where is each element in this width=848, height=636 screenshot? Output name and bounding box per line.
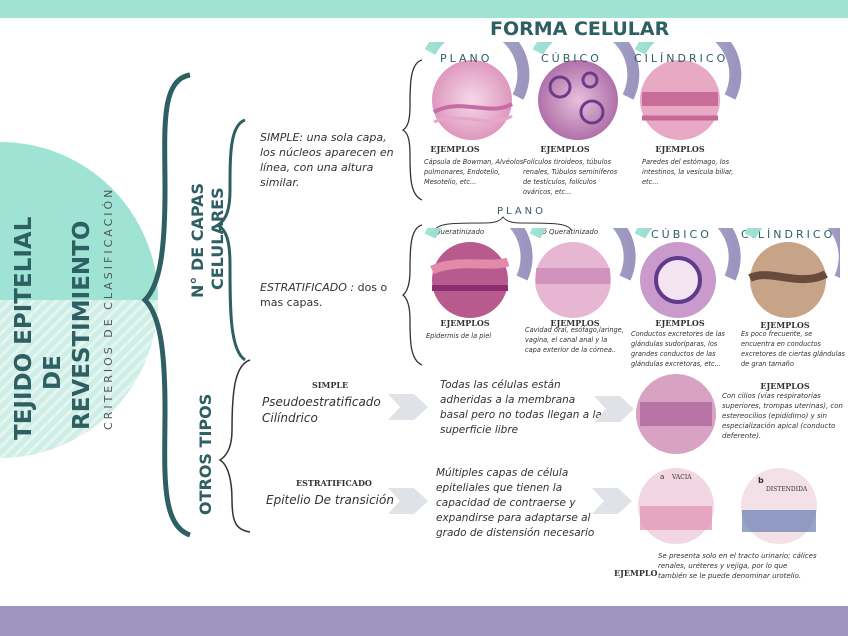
ex-pseudo: Con cilios (vías respiratorias superiore… [722,392,843,440]
estratificado-text: dos o mas capas. [260,281,388,309]
queratinizado-label: Queratinizado [435,228,485,236]
plano-brace [434,216,572,231]
transicion-arrow-2 [592,488,632,514]
transicion-name: Epitelio De transición [266,493,394,507]
bottom-band [0,606,848,636]
ex-cubico-simple: Folículos tiroideos, túbulos renales, Tú… [523,158,618,196]
title-line-1: TEJIDO EPITELIAL [11,216,37,440]
estratificado-description: ESTRATIFICADO : dos o mas capas. [260,280,405,310]
capas-line-1: N° DE CAPAS [188,183,207,298]
pseudo-name: Pseudoestratificado Cilíndrico [262,395,381,425]
pseudo-image [636,374,716,454]
cilindrico-header: CILÍNDRICO [634,52,729,65]
otros-text: OTROS TIPOS [196,394,215,515]
label-b: b [758,476,764,485]
transicion-kind: ESTRATIFICADO [296,478,372,488]
capas-label: N° DE CAPAS CELULARES [188,183,227,298]
simple-label: SIMPLE: [260,131,304,144]
braces-group [141,72,251,538]
cilindrico-header-2: CILÍNDRICO [741,228,836,241]
forma-celular-title: FORMA CELULAR [490,18,670,40]
ejemplos-cilindrico-estratificado: EJEMPLOS [760,320,810,330]
ejemplos-queratinizado: EJEMPLOS [440,318,490,328]
pseudo-desc: Todas las células están adheridas a la m… [440,379,602,436]
simple-images [424,42,742,140]
top-band [0,0,848,18]
distendida-image [741,468,817,544]
ejemplos-plano-simple: EJEMPLOS [430,144,480,154]
ejemplos-no-queratinizado: EJEMPLOS [550,318,600,328]
transicion-arrow-1 [388,488,428,514]
capas-line-2: CELULARES [208,187,227,290]
simple-text: una sola capa, los núcleos aparecen en l… [260,131,394,189]
plano-simple-image [432,60,512,140]
ex-plano-simple: Cápsula de Bowman, Alvéolos pulmonares, … [424,158,524,186]
pseudo-arrow-1 [388,394,428,420]
ejemplos-cubico-simple: EJEMPLOS [540,144,590,154]
pseudo-kind: SIMPLE [312,380,349,390]
ejemplos-cilindrico-simple: EJEMPLOS [655,144,705,154]
criteria-label: CRITERIOS DE CLASIFICACIÓN [102,187,115,430]
ex-no-queratinizado: Cavidad oral, esófago,laringe, vagina, e… [525,326,624,354]
otros-brace [218,359,251,533]
cubico-simple-image [538,60,618,140]
transicion-desc: Múltiples capas de célula epiteliales qu… [436,467,595,539]
plano-header: PLANO [440,52,493,65]
queratinizado-image [432,242,508,318]
estratificado-label: ESTRATIFICADO : [260,281,355,294]
otros-label: OTROS TIPOS [196,394,215,515]
transicion-images [638,468,817,544]
cubico-header-2: CÚBICO [651,228,712,241]
main-brace [141,72,192,538]
label-vacia: VACIA [672,474,692,481]
ejemplos-pseudo: EJEMPLOS [760,381,810,391]
label-distendida: DISTENDIDA [766,486,808,493]
simple-description: SIMPLE: una sola capa, los núcleos apare… [260,130,405,190]
ejemplo-transicion: EJEMPLO [614,568,658,578]
ex-cilindrico-estratificado: Es poco frecuente, se encuentra en condu… [741,330,845,368]
capas-brace [215,118,246,362]
title-line-2: DE [40,355,66,390]
title-line-3: REVESTIMIENTO [69,221,95,430]
label-a: a [660,473,665,481]
pseudo-arrow-2 [594,396,634,422]
ex-queratinizado: Epidermis de la piel [426,332,492,340]
ex-transicion: Se presenta solo en el tracto urinario; … [658,552,817,580]
no-queratinizado-label: NO Queratinizado [536,228,599,236]
title-circle [0,140,160,460]
main-title: TEJIDO EPITELIAL DE REVESTIMIENTO CRITER… [0,160,126,460]
ejemplos-cubico-estratificado: EJEMPLOS [655,318,705,328]
ex-cubico-estratificado: Conductos excretores de las glándulas su… [631,330,725,368]
ex-cilindrico-simple: Paredes del estómago, los intestinos, la… [642,158,734,186]
estratificado-images [424,228,840,318]
cubico-header: CÚBICO [541,52,602,65]
small-braces [401,59,423,366]
plano-header-2: PLANO [497,206,547,217]
